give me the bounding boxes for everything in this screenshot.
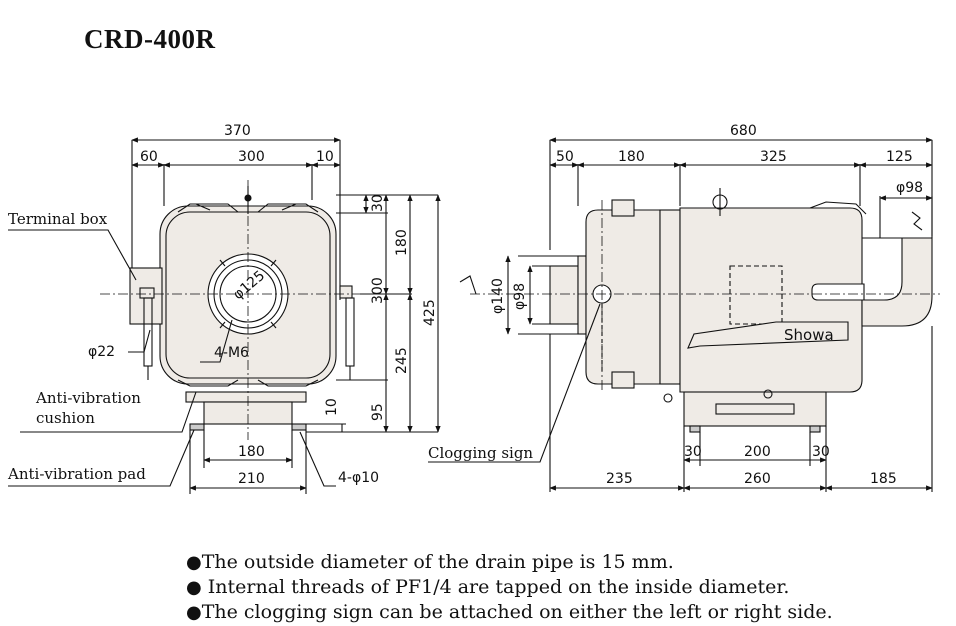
label-anti-vibration-cushion-line2: cushion bbox=[36, 409, 95, 427]
front-view-labels: 370 60 300 10 30 180 300 425 245 95 10 1… bbox=[7, 123, 438, 487]
note-item: ● Internal threads of PF1/4 are tapped o… bbox=[186, 575, 833, 600]
label-anti-vibration-cushion-line1: Anti-vibration bbox=[35, 389, 141, 407]
dim-inlet-outer: φ140 bbox=[490, 278, 506, 314]
note-text: Internal threads of PF1/4 are tapped on … bbox=[207, 576, 790, 598]
note-text: The clogging sign can be attached on eit… bbox=[201, 601, 833, 623]
dim-seg-b: 180 bbox=[618, 149, 645, 165]
front-view bbox=[8, 137, 441, 494]
dim-hole-spec: 4-φ10 bbox=[338, 470, 379, 486]
dim-left-offset: 60 bbox=[140, 149, 158, 165]
dim-mid-height: 300 bbox=[370, 277, 386, 304]
dim-cable-diameter: φ22 bbox=[88, 344, 115, 360]
dim-foot-span: 200 bbox=[744, 444, 771, 460]
label-terminal-box: Terminal box bbox=[8, 210, 108, 228]
dim-base-left: 235 bbox=[606, 471, 633, 487]
dim-seg-c: 325 bbox=[760, 149, 787, 165]
dim-inlet-inner: φ98 bbox=[512, 283, 528, 310]
dim-overall-width: 370 bbox=[224, 123, 251, 139]
note-text: The outside diameter of the drain pipe i… bbox=[201, 551, 674, 573]
note-item: ●The outside diameter of the drain pipe … bbox=[186, 550, 833, 575]
label-anti-vibration-pad: Anti-vibration pad bbox=[7, 465, 146, 483]
dim-pad-height: 10 bbox=[324, 398, 340, 416]
brand-plate-label: Showa bbox=[784, 326, 834, 344]
dim-lower-height: 245 bbox=[394, 347, 410, 374]
dim-outlet-diameter: φ98 bbox=[896, 180, 923, 196]
dim-base-width: 210 bbox=[238, 471, 265, 487]
dim-bolt-spec: 4-M6 bbox=[214, 345, 249, 361]
dim-seg-d: 125 bbox=[886, 149, 913, 165]
note-item: ●The clogging sign can be attached on ei… bbox=[186, 600, 833, 625]
dim-inner-base-width: 180 bbox=[238, 444, 265, 460]
dim-total-height: 425 bbox=[422, 299, 438, 326]
bullet-icon: ● bbox=[186, 552, 202, 573]
dim-base-right: 185 bbox=[870, 471, 897, 487]
dim-base-span: 260 bbox=[744, 471, 771, 487]
page-title: CRD-400R bbox=[84, 24, 216, 54]
bullet-icon: ● bbox=[186, 602, 202, 623]
dim-top-offset: 30 bbox=[370, 194, 386, 212]
dim-body-width: 300 bbox=[238, 149, 265, 165]
dim-seg-a: 50 bbox=[556, 149, 574, 165]
dim-base-height: 95 bbox=[370, 403, 386, 421]
label-clogging-sign: Clogging sign bbox=[428, 444, 533, 462]
side-view-labels: 680 50 180 325 125 φ98 φ140 φ98 235 260 … bbox=[428, 123, 923, 487]
dim-right-offset: 10 bbox=[316, 149, 334, 165]
dim-foot-right: 30 bbox=[812, 444, 830, 460]
bullet-icon: ● bbox=[186, 577, 202, 598]
dim-foot-left: 30 bbox=[684, 444, 702, 460]
notes-list: ●The outside diameter of the drain pipe … bbox=[186, 550, 833, 625]
dim-upper-height: 180 bbox=[394, 229, 410, 256]
side-view bbox=[428, 137, 940, 492]
dim-overall-length: 680 bbox=[730, 123, 757, 139]
